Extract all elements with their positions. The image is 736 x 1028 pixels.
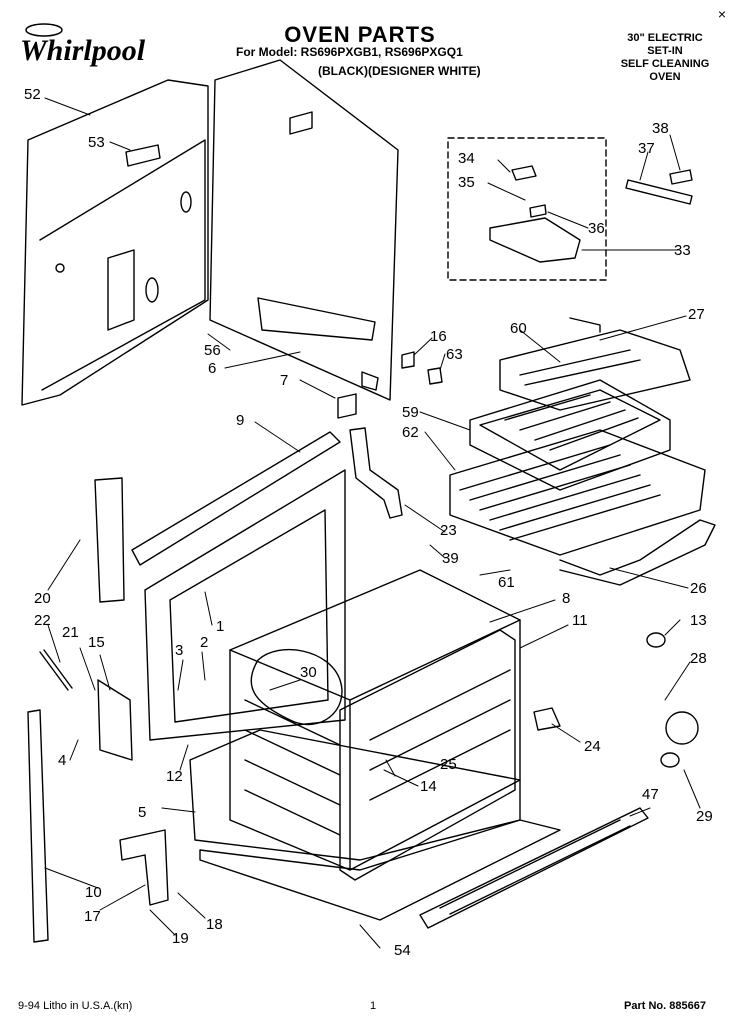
svg-text:Whirlpool: Whirlpool: [20, 34, 146, 67]
callout-63: 63: [446, 346, 463, 363]
callout-6: 6: [208, 360, 217, 377]
callout-39: 39: [442, 550, 459, 567]
callout-35: 35: [458, 174, 475, 191]
callout-38: 38: [652, 120, 669, 137]
callout-22: 22: [34, 612, 51, 629]
lamp-part-29: [660, 752, 680, 768]
callout-28: 28: [690, 650, 707, 667]
callout-5: 5: [138, 804, 147, 821]
product-desc-line-1: 30" ELECTRIC: [627, 32, 703, 44]
callout-7: 7: [280, 372, 289, 389]
page-title: OVEN PARTS: [284, 22, 436, 47]
knob-part-28: [665, 711, 699, 745]
close-icon[interactable]: ×: [717, 6, 726, 22]
callout-47: 47: [642, 786, 659, 803]
broil-pan-part-59: [469, 379, 671, 491]
washer-part-63: [427, 367, 443, 385]
gasket-part-30: [250, 648, 343, 726]
footer-page-number: 1: [370, 1000, 377, 1012]
callout-29: 29: [696, 808, 713, 825]
callout-19: 19: [172, 930, 189, 947]
callout-33: 33: [674, 242, 691, 259]
model-color-line: (BLACK)(DESIGNER WHITE): [318, 64, 481, 78]
callout-52: 52: [24, 86, 41, 103]
footer-part-number: Part No. 885667: [624, 1000, 706, 1012]
control-module-part-33: [489, 165, 581, 263]
callout-leaders: [44, 97, 701, 949]
callout-23: 23: [440, 522, 457, 539]
callout-62: 62: [402, 424, 419, 441]
callout-4: 4: [58, 752, 67, 769]
callout-24: 24: [584, 738, 601, 755]
model-line: For Model: RS696PXGB1, RS696PXGQ1: [236, 45, 463, 59]
footer-litho: 9-94 Litho in U.S.A.(kn): [18, 1000, 133, 1012]
callout-3: 3: [175, 642, 184, 659]
sensor-part-37-38: [625, 169, 693, 205]
vent-grille-part-47: [419, 807, 649, 929]
ring-part-13: [646, 632, 666, 648]
callout-21: 21: [62, 624, 79, 641]
callout-61: 61: [498, 574, 515, 591]
vent-tube-part-23: [349, 427, 403, 519]
oven-cavity: [189, 569, 561, 921]
callout-20: 20: [34, 590, 51, 607]
callout-26: 26: [690, 580, 707, 597]
hinge-assembly: [27, 649, 169, 943]
rear-panel-part-52: [21, 79, 209, 406]
callout-12: 12: [166, 768, 183, 785]
callout-53: 53: [88, 134, 105, 151]
callout-16: 16: [430, 328, 447, 345]
callout-8: 8: [562, 590, 571, 607]
callout-30: 30: [300, 664, 317, 681]
broil-element-part-27: [499, 317, 691, 411]
callout-11: 11: [572, 612, 588, 629]
callout-2: 2: [200, 634, 209, 651]
callout-25: 25: [440, 756, 457, 773]
whirlpool-logo: Whirlpool: [20, 23, 146, 67]
callout-18: 18: [206, 916, 223, 933]
callout-13: 13: [690, 612, 707, 629]
callout-17: 17: [84, 908, 101, 925]
product-desc-line-4: OVEN: [649, 71, 681, 83]
callout-15: 15: [88, 634, 105, 651]
oven-rack-part-26: [449, 429, 716, 586]
callout-60: 60: [510, 320, 527, 337]
callout-1: 1: [216, 618, 225, 635]
callout-27: 27: [688, 306, 705, 323]
callout-14: 14: [420, 778, 437, 795]
light-socket-part-24: [533, 707, 561, 731]
front-frame-part-1: [94, 431, 346, 741]
callout-37: 37: [638, 140, 655, 157]
clip-part-16: [401, 351, 415, 369]
product-desc-line-3: SELF CLEANING: [620, 58, 710, 70]
callout-34: 34: [458, 150, 475, 167]
back-cover-part-6: [209, 59, 399, 401]
callout-54: 54: [394, 942, 411, 959]
callout-9: 9: [236, 412, 245, 429]
callout-56: 56: [204, 342, 221, 359]
bracket-part-7: [337, 393, 357, 419]
callout-36: 36: [588, 220, 605, 237]
product-desc-line-2: SET-IN: [647, 45, 683, 57]
callout-10: 10: [85, 884, 102, 901]
callout-59: 59: [402, 404, 419, 421]
